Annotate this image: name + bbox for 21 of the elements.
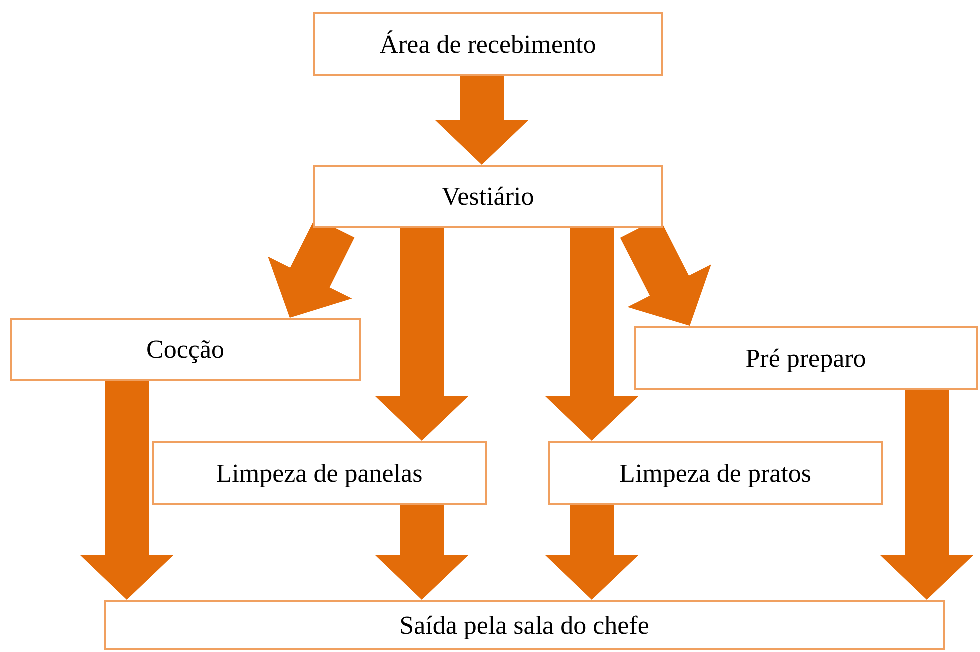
process-box: [104, 600, 945, 650]
process-box: [548, 441, 883, 505]
process-box: [313, 12, 663, 76]
block-arrow: [435, 76, 529, 165]
box-label: Área de recebimento: [380, 28, 596, 60]
block-arrow: [545, 228, 639, 441]
box-label: Limpeza de pratos: [619, 458, 812, 490]
box-label: Limpeza de panelas: [216, 458, 423, 490]
box-label: Vestiário: [442, 181, 534, 213]
box-label: Cocção: [146, 334, 224, 366]
process-box: [634, 326, 978, 390]
block-arrow: [375, 505, 469, 600]
process-box: [10, 318, 361, 381]
block-arrow: [375, 228, 469, 441]
block-arrow: [80, 381, 174, 600]
block-arrow: [545, 505, 639, 600]
box-label: Saída pela sala do chefe: [400, 610, 650, 642]
process-box: [313, 165, 663, 228]
process-box: [152, 441, 487, 505]
block-arrow: [880, 390, 974, 600]
box-label: Pré preparo: [746, 342, 866, 374]
